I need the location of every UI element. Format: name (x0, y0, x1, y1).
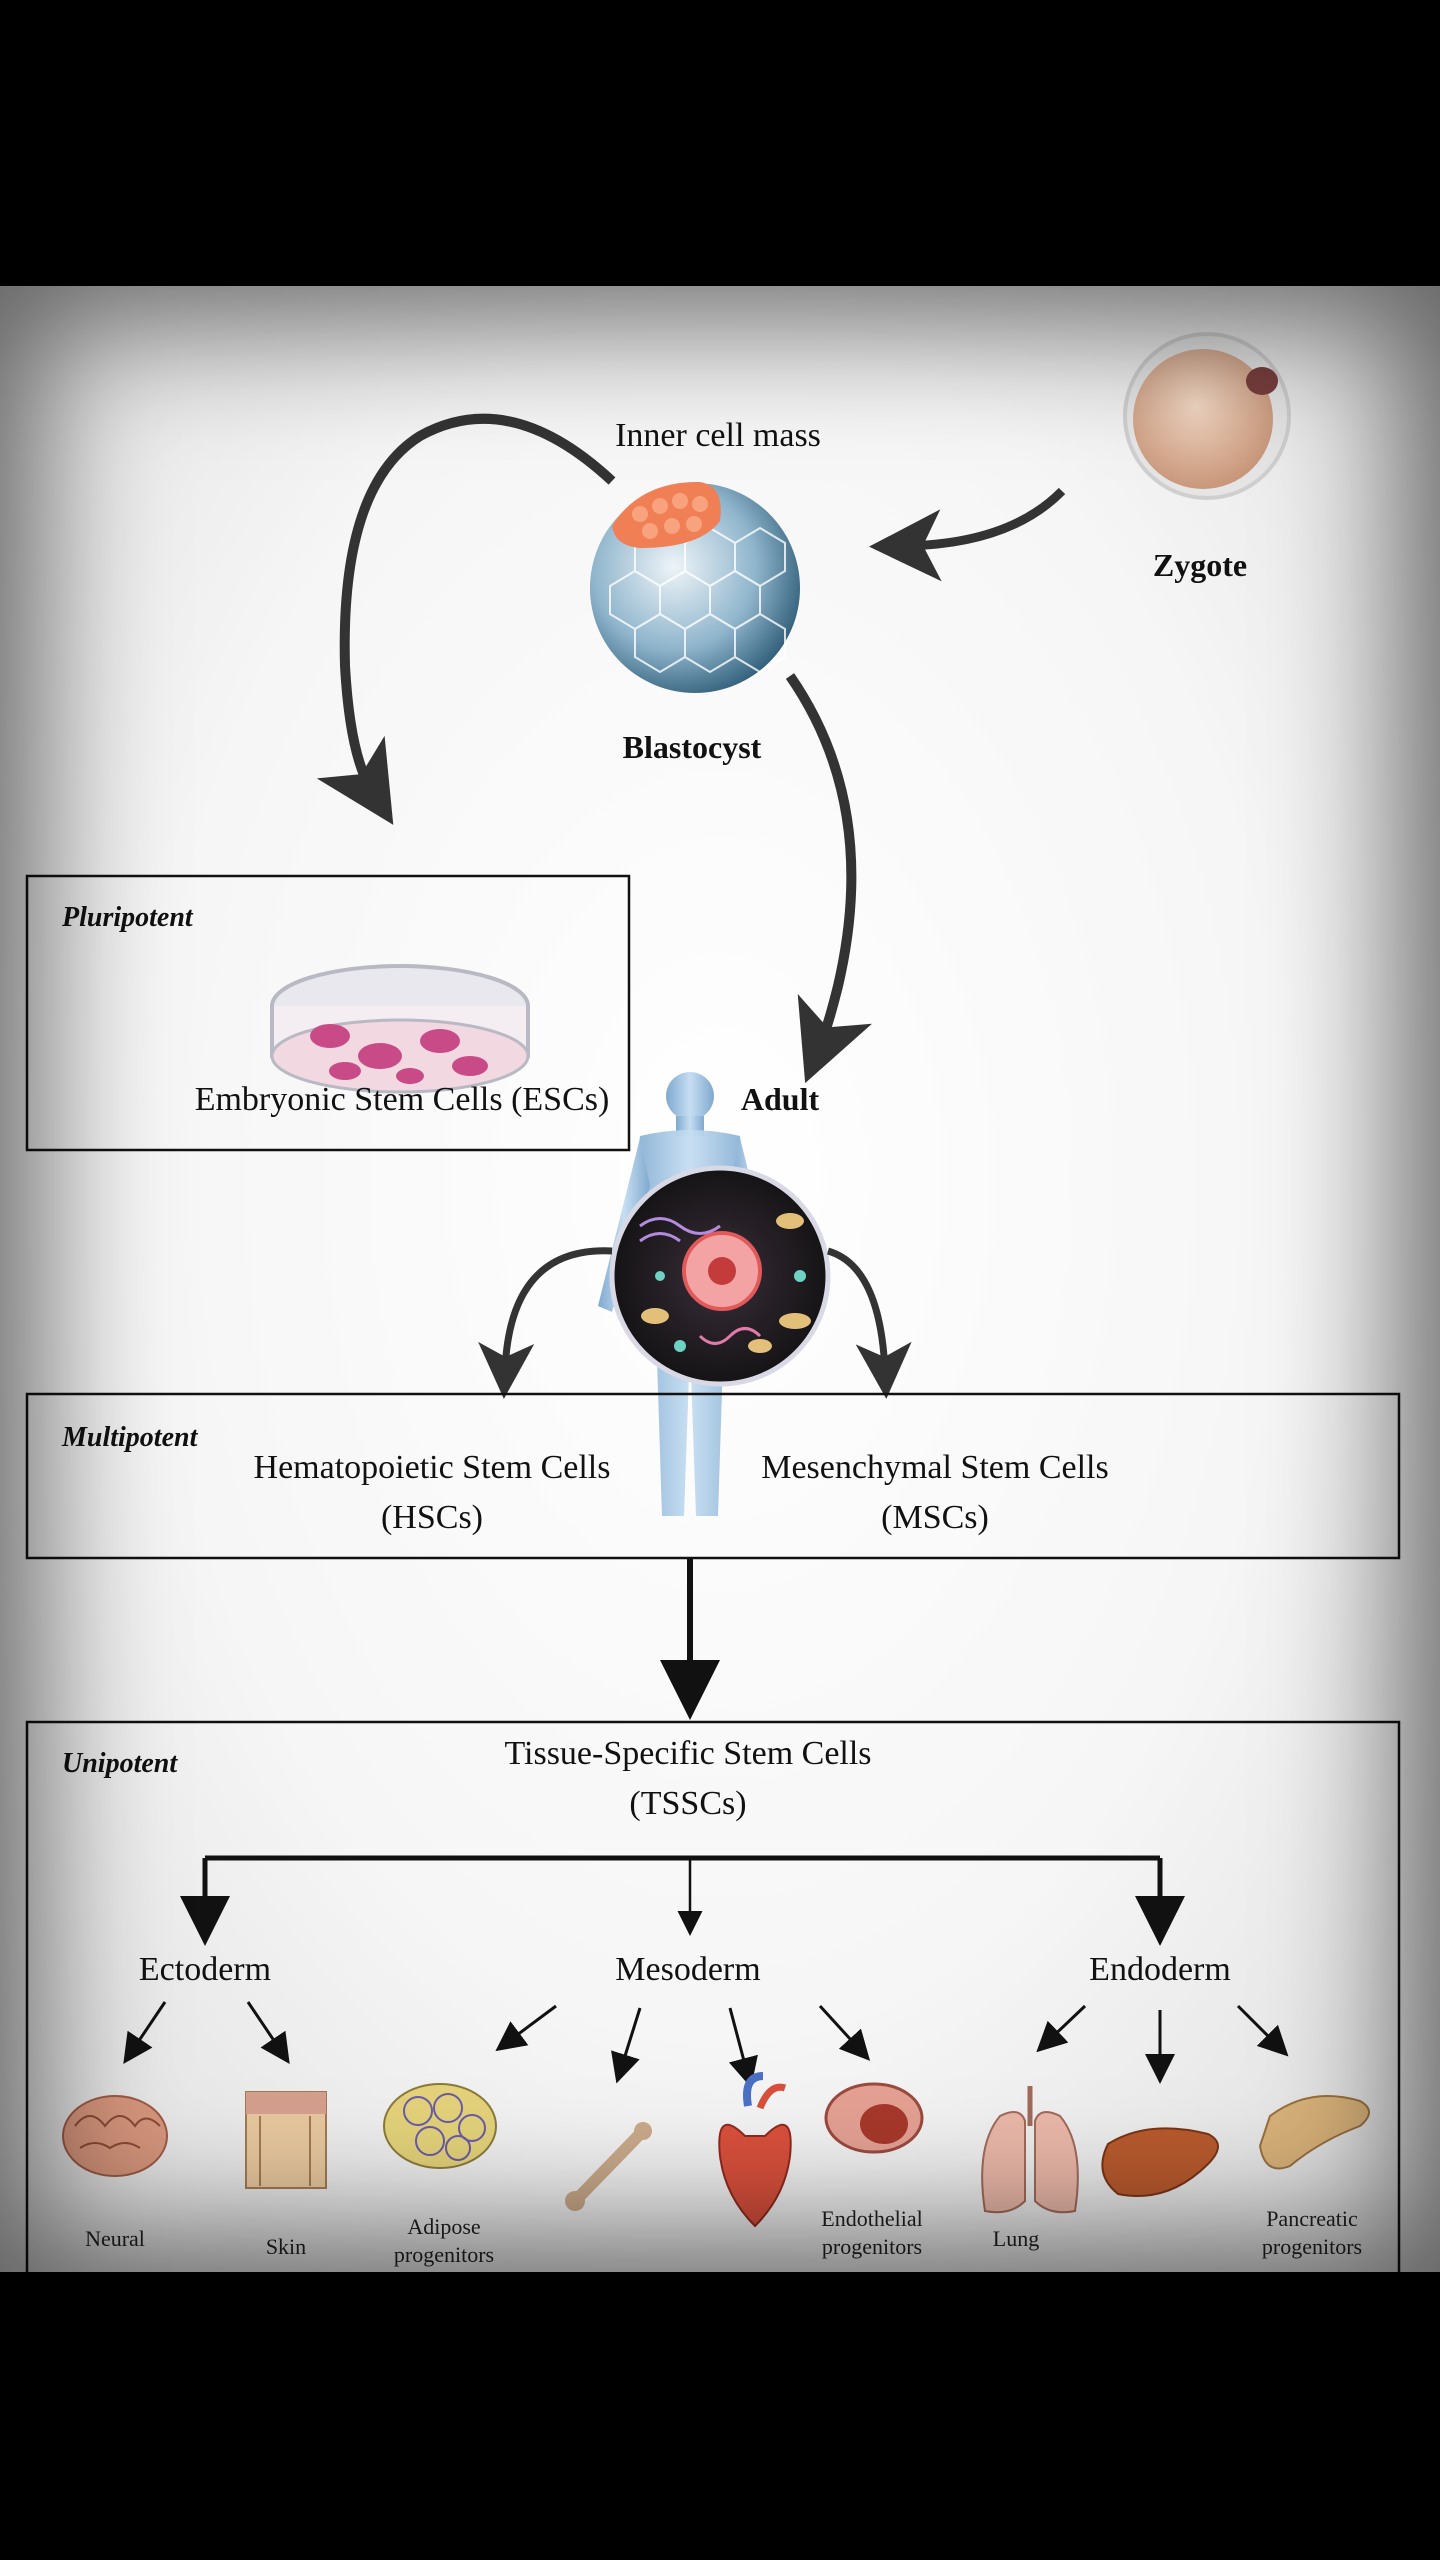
stem-cell-diagram: Zygote Inner cell mass Blastocyst (25, 332, 1401, 2272)
arrow-zygote-to-blastocyst (869, 487, 1066, 582)
diagram-panel: Zygote Inner cell mass Blastocyst (0, 286, 1440, 2272)
neural-progenitors-label: Neural (85, 2226, 145, 2251)
bone-icon (565, 2122, 652, 2211)
multipotent-box (25, 1392, 1401, 1560)
cell-icon (609, 1165, 831, 1387)
pluripotent-box (25, 874, 631, 1152)
liver-icon (1101, 2127, 1219, 2197)
endoderm-label: Endoderm (1089, 1951, 1231, 1988)
blastocyst-label: Blastocyst (623, 729, 762, 765)
adipose-label-line2: progenitors (394, 2242, 494, 2267)
unipotent-box (25, 1720, 1401, 2272)
progenitor-arrows (123, 2001, 1289, 2088)
hsc-label-line1: Hematopoietic Stem Cells (254, 1449, 611, 1486)
germ-layer-branch (180, 1855, 1185, 1946)
heart-icon (718, 2072, 792, 2228)
pluripotent-tag: Pluripotent (61, 902, 194, 933)
pancreatic-label-line1: Pancreatic (1266, 2206, 1358, 2231)
inner-cell-mass-label: Inner cell mass (615, 417, 821, 454)
skin-label: Skin (266, 2234, 306, 2259)
hsc-label-line2: (HSCs) (381, 1499, 483, 1536)
zygote-icon (1123, 332, 1291, 500)
adult-label: Adult (741, 1081, 820, 1117)
lung-icon (981, 2086, 1079, 2214)
arrow-cell-to-hsc (478, 1247, 613, 1399)
blood-vessel-icon (824, 2082, 924, 2154)
adipose-label-line1: Adipose (407, 2214, 480, 2239)
arrow-cell-to-msc (826, 1247, 912, 1399)
arrow-icm-to-esc (316, 413, 616, 825)
endothelial-label-line2: progenitors (822, 2234, 922, 2259)
endothelial-label-line1: Endothelial (821, 2206, 922, 2231)
lung-label: Lung (993, 2226, 1039, 2251)
adipose-icon (383, 2083, 497, 2169)
mesoderm-label: Mesoderm (615, 1951, 760, 1988)
ectoderm-label: Ectoderm (139, 1951, 271, 1988)
tssc-label-line2: (TSSCs) (629, 1785, 746, 1822)
arrow-blastocyst-to-adult (785, 673, 872, 1084)
esc-label: Embryonic Stem Cells (ESCs) (195, 1081, 610, 1118)
pancreas-icon (1258, 2095, 1370, 2170)
unipotent-tag: Unipotent (62, 1748, 178, 1779)
blastocyst-icon (590, 481, 800, 693)
petri-dish-icon (270, 964, 530, 1094)
msc-label-line1: Mesenchymal Stem Cells (761, 1449, 1109, 1486)
skin-icon (245, 2091, 327, 2189)
zygote-label: Zygote (1153, 547, 1247, 583)
msc-label-line2: (MSCs) (881, 1499, 989, 1536)
tssc-label-line1: Tissue-Specific Stem Cells (504, 1735, 871, 1772)
brain-icon (62, 2095, 168, 2177)
multipotent-tag: Multipotent (61, 1422, 199, 1453)
pancreatic-label-line2: progenitors (1262, 2234, 1362, 2259)
